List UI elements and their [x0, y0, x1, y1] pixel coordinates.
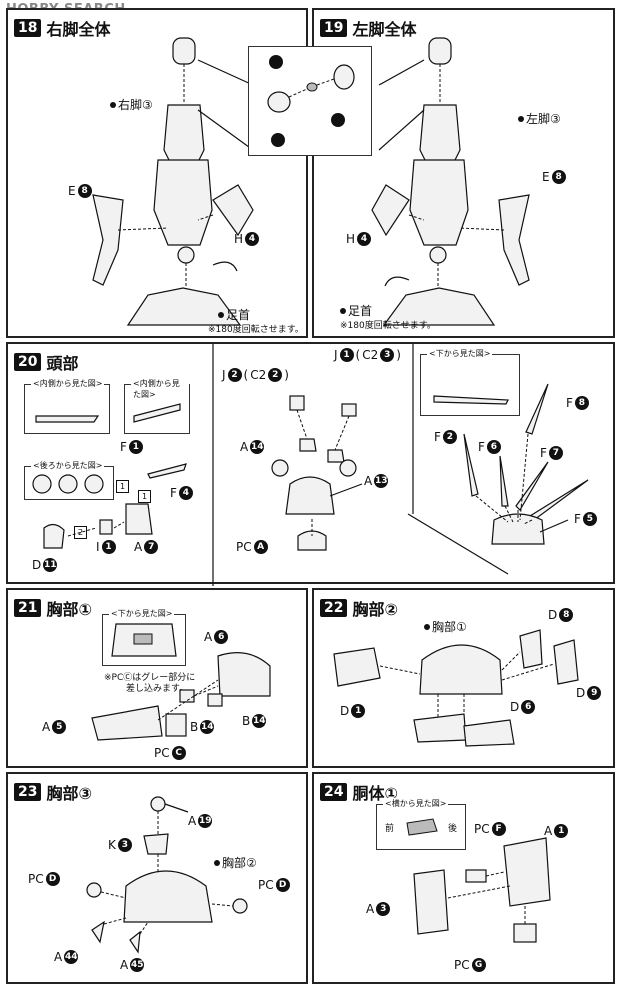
right-leg-illustration: [92, 37, 254, 326]
label-pc-h: [267, 55, 283, 69]
joint-inset: [248, 46, 372, 156]
chest-3-illustration: [86, 796, 248, 954]
step-number: 23: [14, 783, 42, 801]
label-ankle: 足首: [340, 302, 372, 319]
step-number: 22: [320, 599, 348, 617]
side-view: <横から見た図> 前 後: [376, 798, 466, 850]
bottom-view: <下から見た図>: [420, 348, 520, 416]
step-22-title: 22 胸部②: [320, 596, 398, 620]
note-pc-c: ※PCⒸはグレー部分に: [104, 673, 196, 683]
side-view-part: [406, 818, 438, 836]
joint-parts-illustration: [267, 64, 355, 113]
label-ankle: 足首: [218, 306, 250, 323]
note-rotate-180: ※180度回転させます。: [340, 321, 436, 331]
step-number: 21: [14, 599, 42, 617]
step-square-1b: 1: [138, 490, 151, 503]
step-18-title: 18 右脚全体: [14, 16, 111, 40]
step-number: 19: [320, 19, 348, 37]
step-number: 18: [14, 19, 42, 37]
label-right-leg-3: 右脚③: [110, 96, 153, 113]
inner-view-1: <内側から見た図>: [24, 378, 110, 434]
step-number: 20: [14, 353, 42, 371]
step-name: 左脚全体: [352, 20, 417, 39]
step-name: 胸部②: [352, 600, 399, 619]
note-pc-c-2: 差し込みます。: [126, 684, 189, 694]
chest-1-illustration: [91, 623, 271, 741]
step-name: 頭部: [46, 354, 79, 373]
step-name: 右脚全体: [46, 20, 111, 39]
step-20-title: 20 頭部: [14, 350, 79, 374]
front-label: 前: [385, 824, 395, 834]
step-name: 胸部①: [46, 600, 93, 619]
head-divider-lines: [212, 344, 509, 586]
note-rotate-180: ※180度回転させます。: [208, 325, 304, 335]
step-square-2: 2: [74, 526, 87, 539]
head-parts-illustration: [32, 383, 589, 551]
label-b24: [269, 133, 285, 147]
torso-1-illustration: [413, 837, 551, 943]
step-number: 24: [320, 783, 348, 801]
label-left-leg-3: 左脚③: [518, 110, 561, 127]
back-label: 後: [447, 824, 457, 834]
step-21-title: 21 胸部①: [14, 596, 92, 620]
step-23-title: 23 胸部③: [14, 780, 92, 804]
label-chest-2: 胸部②: [214, 854, 257, 871]
step-19-title: 19 左脚全体: [320, 16, 417, 40]
label-b20: [329, 113, 345, 127]
label-chest-1: 胸部①: [424, 618, 467, 635]
step-20-panel: 20 頭部 <内側から見た図> <内側から見た図> <後ろから見た図> <下から…: [6, 342, 615, 586]
step-square-1: 1: [116, 480, 129, 493]
left-leg-illustration: [371, 37, 530, 326]
step-name: 胸部③: [46, 784, 93, 803]
chest-2-illustration: [333, 629, 579, 747]
